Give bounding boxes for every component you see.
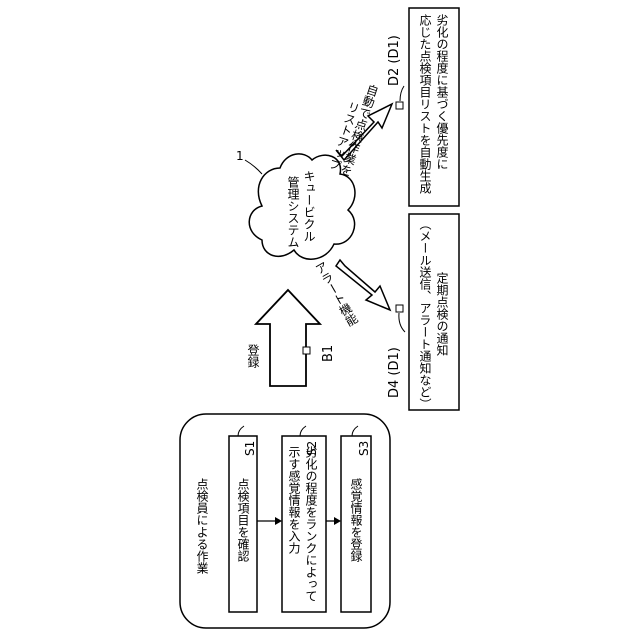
alert-ref: D4 (D1) <box>388 347 401 398</box>
terminal-b1-icon <box>303 347 310 354</box>
cloud-label-line2: 管理システム <box>287 176 299 248</box>
inspector-panel-title: 点検員による作業 <box>196 478 208 574</box>
priority-list-box <box>409 8 459 206</box>
terminal-d4-icon <box>396 305 403 312</box>
s3-leader <box>352 426 358 436</box>
register-arrow <box>256 290 320 386</box>
step-s3-ref: S3 <box>358 441 370 456</box>
cloud-label-line1: キュービクル <box>303 170 315 242</box>
s2-leader <box>300 426 306 436</box>
step-s3-text: 感覚情報を登録 <box>350 478 362 562</box>
terminal-d2-icon <box>396 102 403 109</box>
register-ref: B1 <box>322 345 335 362</box>
step-s1-text: 点検項目を確認 <box>237 478 249 562</box>
d2-leader <box>400 86 404 101</box>
notification-box <box>409 214 459 410</box>
cloud-ref-leader <box>245 160 262 174</box>
d4-leader <box>399 313 405 332</box>
register-label: 登録 <box>247 344 259 368</box>
notification-box-line2: （メール送信、アラート通知など） <box>419 218 431 410</box>
step-s2-text-line2: 示す感覚情報を入力 <box>288 446 300 554</box>
priority-box-line2: 応じた点検項目リストを自動生成 <box>419 14 431 194</box>
s1-leader <box>238 426 244 436</box>
step-s1-ref: S1 <box>244 441 256 456</box>
notification-box-line1: 定期点検の通知 <box>436 272 448 356</box>
step-arrow-2-head <box>334 517 341 525</box>
listup-ref: D2 (D1) <box>388 35 401 86</box>
priority-box-line1: 劣化の程度に基づく優先度に <box>436 14 448 170</box>
cloud-ref: 1 <box>236 150 244 162</box>
step-s2-text-line1: 劣化の程度をランクによって <box>305 446 317 602</box>
step-arrow-1-head <box>275 517 282 525</box>
